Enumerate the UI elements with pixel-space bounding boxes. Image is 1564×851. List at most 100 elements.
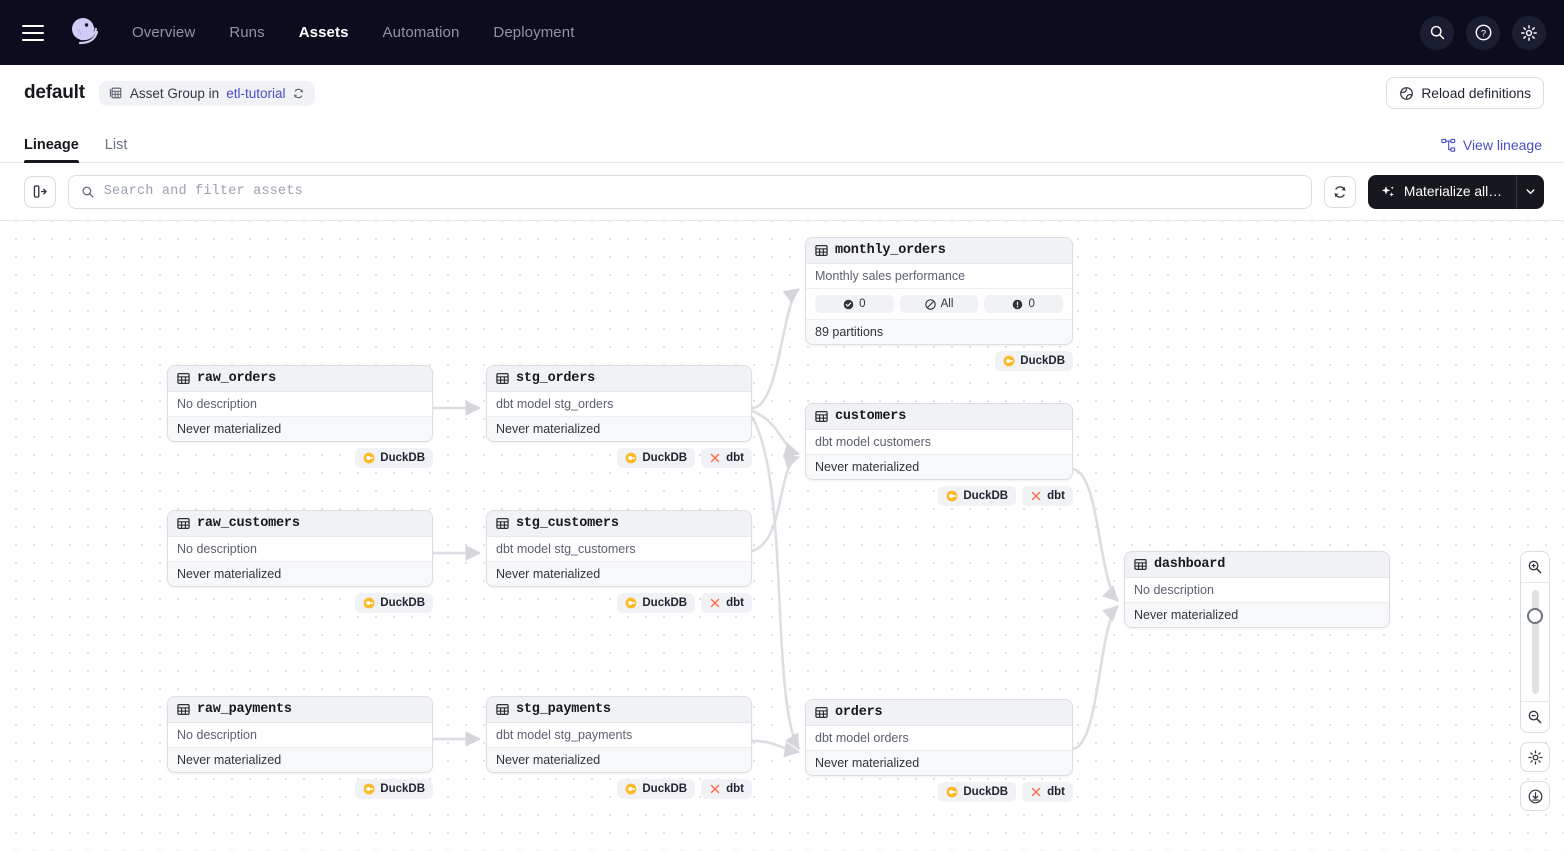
asset-group-link[interactable]: etl-tutorial bbox=[226, 85, 286, 101]
materialize-all-label: Materialize all… bbox=[1403, 184, 1502, 199]
search-input[interactable] bbox=[103, 184, 1299, 199]
nav-link-deployment[interactable]: Deployment bbox=[493, 24, 575, 41]
asset-node-title: raw_orders bbox=[168, 366, 432, 392]
asset-node-name: customers bbox=[835, 409, 907, 424]
asset-node-tags: DuckDB dbt bbox=[486, 593, 752, 613]
asset-node-customers[interactable]: customers dbt model customers Never mate… bbox=[805, 403, 1073, 506]
tag-dbt[interactable]: dbt bbox=[1022, 486, 1073, 506]
dagster-logo[interactable] bbox=[66, 14, 104, 52]
lineage-canvas[interactable]: monthly_orders Monthly sales performance… bbox=[0, 221, 1564, 851]
tag-duckdb[interactable]: DuckDB bbox=[617, 448, 696, 468]
asset-node-status: Never materialized bbox=[168, 748, 432, 772]
nav-link-assets[interactable]: Assets bbox=[298, 24, 349, 41]
asset-node-description: No description bbox=[1125, 578, 1389, 603]
asset-node-monthly_orders[interactable]: monthly_orders Monthly sales performance… bbox=[805, 237, 1073, 371]
asset-node-title: stg_payments bbox=[487, 697, 751, 723]
tab-lineage[interactable]: Lineage bbox=[24, 137, 79, 163]
graph-settings-button[interactable] bbox=[1520, 742, 1550, 772]
asset-node-tags: DuckDB bbox=[167, 779, 433, 799]
edge-stg_customers-customers bbox=[751, 453, 800, 553]
tag-dbt[interactable]: dbt bbox=[701, 593, 752, 613]
table-icon bbox=[1134, 559, 1147, 570]
reload-definitions-button[interactable]: Reload definitions bbox=[1386, 77, 1544, 109]
zoom-to-fit-button[interactable] bbox=[1520, 781, 1550, 811]
asset-node-raw_payments[interactable]: raw_payments No description Never materi… bbox=[167, 696, 433, 799]
refresh-icon bbox=[1334, 185, 1346, 198]
partition-chip-materialized[interactable]: 0 bbox=[815, 295, 894, 313]
tag-label: dbt bbox=[1047, 786, 1065, 798]
materialize-options-button[interactable] bbox=[1516, 174, 1544, 209]
page-header: default Asset Group in etl-tutorial Relo… bbox=[0, 65, 1564, 121]
asset-node-title: stg_customers bbox=[487, 511, 751, 537]
view-lineage-link[interactable]: View lineage bbox=[1441, 137, 1542, 153]
tag-label: dbt bbox=[1047, 490, 1065, 502]
zoom-out-button[interactable] bbox=[1521, 702, 1549, 732]
lineage-graph-icon bbox=[1441, 138, 1456, 152]
zoom-slider-thumb[interactable] bbox=[1527, 608, 1543, 624]
page-title: default bbox=[24, 82, 85, 103]
asset-group-icon bbox=[109, 87, 122, 99]
zoom-slider-track bbox=[1531, 590, 1539, 694]
asset-node-description: No description bbox=[168, 392, 432, 417]
nav-link-automation[interactable]: Automation bbox=[382, 24, 460, 41]
asset-node-status: Never materialized bbox=[487, 748, 751, 772]
help-button[interactable]: ? bbox=[1466, 15, 1500, 50]
asset-node-name: orders bbox=[835, 705, 883, 720]
asset-node-stg_payments[interactable]: stg_payments dbt model stg_payments Neve… bbox=[486, 696, 752, 799]
edge-stg_payments-orders bbox=[751, 739, 801, 758]
asset-node-title: dashboard bbox=[1125, 552, 1389, 578]
search-button[interactable] bbox=[1420, 15, 1454, 50]
nav-link-overview[interactable]: Overview bbox=[132, 24, 196, 41]
partition-chip-missing[interactable]: All bbox=[899, 295, 979, 313]
asset-node-tags: DuckDB dbt bbox=[486, 448, 752, 468]
tab-list[interactable]: List bbox=[104, 137, 128, 153]
hamburger-menu-icon[interactable] bbox=[22, 24, 44, 41]
tag-dbt[interactable]: dbt bbox=[701, 448, 752, 468]
tag-duckdb[interactable]: DuckDB bbox=[995, 351, 1073, 371]
search-icon bbox=[1430, 25, 1444, 40]
refresh-graph-button[interactable] bbox=[1323, 175, 1356, 208]
tag-duckdb[interactable]: DuckDB bbox=[617, 593, 696, 613]
tag-label: DuckDB bbox=[642, 452, 688, 464]
search-icon bbox=[82, 186, 94, 198]
tag-dbt[interactable]: dbt bbox=[701, 779, 752, 799]
sidebar-toggle-button[interactable] bbox=[24, 175, 56, 208]
partition-chip-count: All bbox=[940, 298, 954, 310]
asset-node-tags: DuckDB bbox=[167, 448, 433, 468]
tag-duckdb[interactable]: DuckDB bbox=[938, 782, 1017, 802]
zoom-in-icon bbox=[1528, 560, 1542, 574]
chevron-down-icon bbox=[1526, 189, 1535, 195]
settings-button[interactable] bbox=[1512, 15, 1546, 50]
tag-label: DuckDB bbox=[642, 783, 688, 795]
asset-node-raw_customers[interactable]: raw_customers No description Never mater… bbox=[167, 510, 433, 613]
asset-node-stg_customers[interactable]: stg_customers dbt model stg_customers Ne… bbox=[486, 510, 752, 613]
asset-node-dashboard[interactable]: dashboard No description Never materiali… bbox=[1124, 551, 1390, 628]
asset-node-raw_orders[interactable]: raw_orders No description Never material… bbox=[167, 365, 433, 468]
zoom-slider[interactable] bbox=[1521, 583, 1549, 701]
asset-node-stg_orders[interactable]: stg_orders dbt model stg_orders Never ma… bbox=[486, 365, 752, 468]
asset-node-tags: DuckDB dbt bbox=[805, 782, 1073, 802]
nav-actions: ? bbox=[1420, 0, 1546, 65]
materialize-all-button[interactable]: Materialize all… bbox=[1367, 174, 1516, 209]
asset-node-tags: DuckDB dbt bbox=[805, 486, 1073, 506]
tag-duckdb[interactable]: DuckDB bbox=[355, 448, 433, 468]
tag-duckdb[interactable]: DuckDB bbox=[938, 486, 1017, 506]
tag-label: DuckDB bbox=[963, 786, 1009, 798]
edge-orders-dashboard bbox=[1072, 605, 1119, 751]
asset-group-badge[interactable]: Asset Group in etl-tutorial bbox=[98, 80, 316, 106]
dbt-icon bbox=[1031, 491, 1041, 501]
asset-node-name: raw_orders bbox=[197, 371, 277, 386]
asset-node-description: dbt model orders bbox=[806, 726, 1072, 751]
nav-link-runs[interactable]: Runs bbox=[229, 24, 265, 41]
partition-chip-failed[interactable]: 0 bbox=[984, 295, 1064, 313]
tag-duckdb[interactable]: DuckDB bbox=[355, 593, 433, 613]
zoom-in-button[interactable] bbox=[1521, 552, 1549, 582]
tag-duckdb[interactable]: DuckDB bbox=[617, 779, 696, 799]
tag-duckdb[interactable]: DuckDB bbox=[355, 779, 433, 799]
asset-node-name: dashboard bbox=[1154, 557, 1226, 572]
svg-text:?: ? bbox=[1480, 28, 1485, 39]
dbt-icon bbox=[1031, 787, 1041, 797]
tag-dbt[interactable]: dbt bbox=[1022, 782, 1073, 802]
asset-node-orders[interactable]: orders dbt model orders Never materializ… bbox=[805, 699, 1073, 802]
search-filter-box[interactable] bbox=[68, 174, 1312, 209]
